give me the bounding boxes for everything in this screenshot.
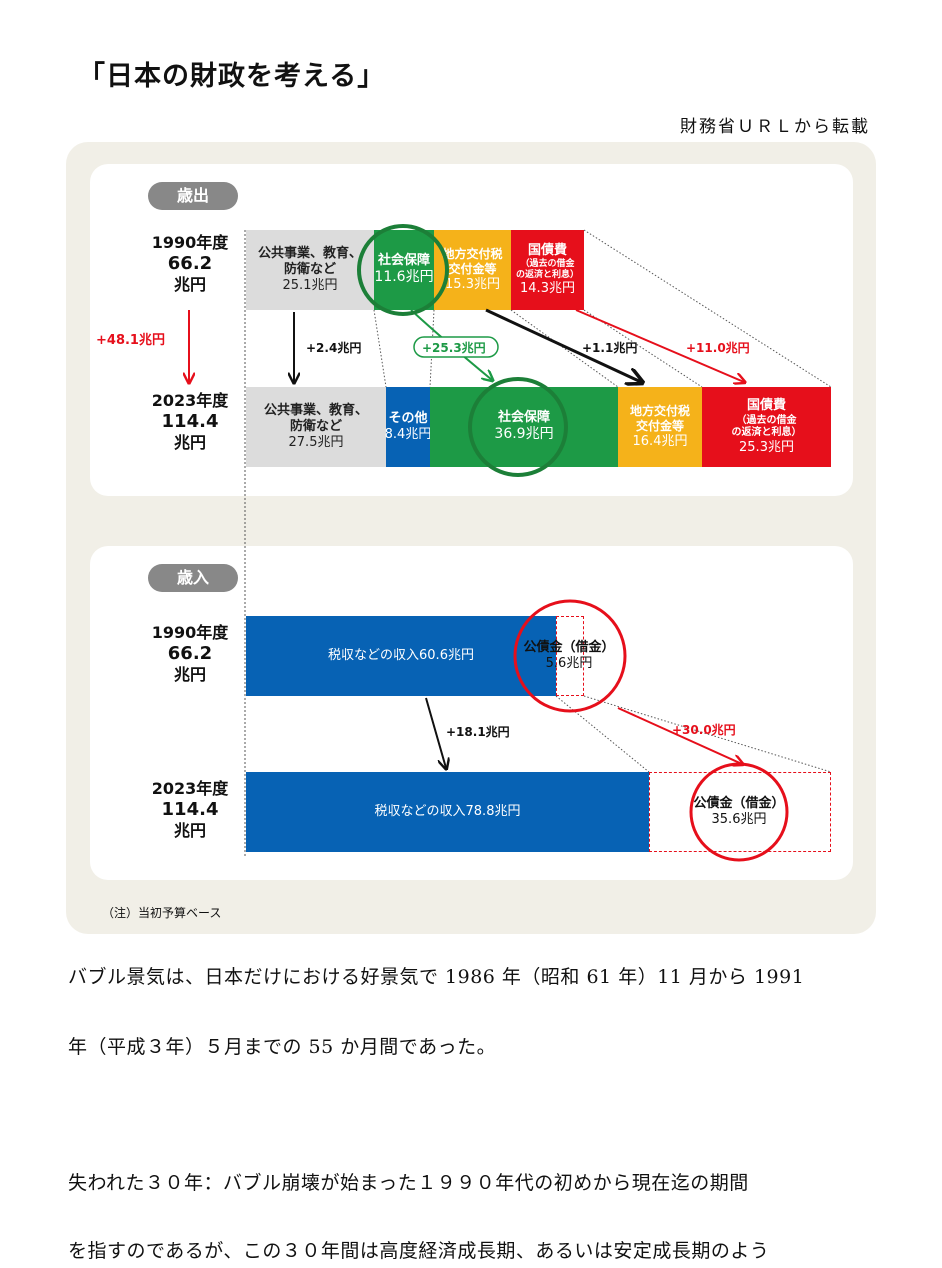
rev1990-bond-box: [556, 616, 584, 696]
rev1990-tax-revenue: 税収などの収入60.6兆円: [246, 616, 556, 696]
rev2023-bond-box: [649, 772, 831, 852]
revenue-2023-label: 2023年度 114.4 兆円: [151, 779, 229, 840]
public-diff-label: +2.4兆円: [306, 340, 361, 355]
tax-revenue-arrow: [425, 697, 446, 768]
social-diff-label: +25.3兆円: [422, 340, 486, 355]
exp2023-local-allocation: 地方交付税 交付金等 16.4兆円: [618, 387, 702, 467]
exp1990-social-security: 社会保障 11.6兆円: [374, 230, 434, 310]
local-diff-label: +1.1兆円: [582, 340, 637, 355]
debt-diff-label: +11.0兆円: [686, 340, 750, 355]
expenditure-1990-label: 1990年度 66.2 兆円: [151, 233, 229, 294]
exp2023-other: その他 8.4兆円: [385, 387, 431, 467]
revenue-label: 歳入: [148, 564, 238, 592]
figure-footnote: （注）当初予算ベース: [102, 906, 222, 920]
connector-line: [583, 695, 832, 773]
connector-line: [583, 229, 832, 388]
revenue-1990-label: 1990年度 66.2 兆円: [151, 623, 229, 684]
exp1990-debt-service: 国債費 （過去の借金 の返済と利息） 14.3兆円: [511, 230, 584, 310]
connector-line: [373, 309, 387, 388]
rev2023-tax-revenue: 税収などの収入78.8兆円: [246, 772, 649, 852]
tax-diff-label: +18.1兆円: [446, 724, 510, 739]
body-paragraph-line: バブル景気は、日本だけにおける好景気で 1986 年（昭和 61 年）11 月か…: [68, 966, 805, 988]
body-paragraph-line: 年（平成３年）５月までの 55 か月間であった。: [68, 1036, 497, 1058]
highlight-circle: [468, 377, 568, 477]
exp1990-public-works: 公共事業、教育、 防衛など 25.1兆円: [246, 230, 374, 310]
connector-line: [555, 695, 650, 773]
figure-annotations: +48.1兆円 +2.4兆円 +25.3兆円 +1.1兆円 +11.0兆円 +1…: [96, 224, 832, 862]
highlight-circle: [357, 224, 449, 316]
rev1990-bond-label: 公債金（借金） 5.6兆円: [523, 639, 615, 671]
local-allocation-arrow: [485, 308, 641, 382]
debt-service-arrow: [575, 309, 744, 382]
body-paragraph-line: を指すのであるが、この３０年間は高度経済成長期、あるいは安定成長期のよう: [68, 1240, 770, 1262]
exp2023-debt-service: 国債費 （過去の借金 の返済と利息） 25.3兆円: [702, 387, 831, 467]
bond-diff-label: +30.0兆円: [672, 722, 736, 737]
connector-line: [510, 309, 619, 388]
expenditure-label: 歳出: [148, 182, 238, 210]
source-note: 財務省ＵＲＬから転載: [680, 117, 870, 137]
budget-figure: 歳出 1990年度 66.2 兆円 2023年度 114.4 兆円 公共事業、教…: [66, 142, 876, 934]
expenditure-2023-label: 2023年度 114.4 兆円: [151, 391, 229, 452]
bond-increase-arrow: [617, 707, 742, 764]
exp2023-public-works: 公共事業、教育、 防衛など 27.5兆円: [246, 387, 386, 467]
social-diff-box: [413, 336, 499, 358]
page-title: 「日本の財政を考える」: [78, 61, 386, 92]
exp2023-social-security: 社会保障 36.9兆円: [430, 387, 618, 467]
highlight-circle: [689, 762, 789, 862]
highlight-circle: [513, 599, 627, 713]
rev2023-bond-label: 公債金（借金） 35.6兆円: [693, 795, 785, 827]
total-diff-label: +48.1兆円: [96, 332, 165, 348]
body-paragraph-line: 失われた３０年：バブル崩壊が始まった１９９０年代の初めから現在迄の期間: [68, 1172, 749, 1194]
connector-line: [583, 309, 703, 388]
